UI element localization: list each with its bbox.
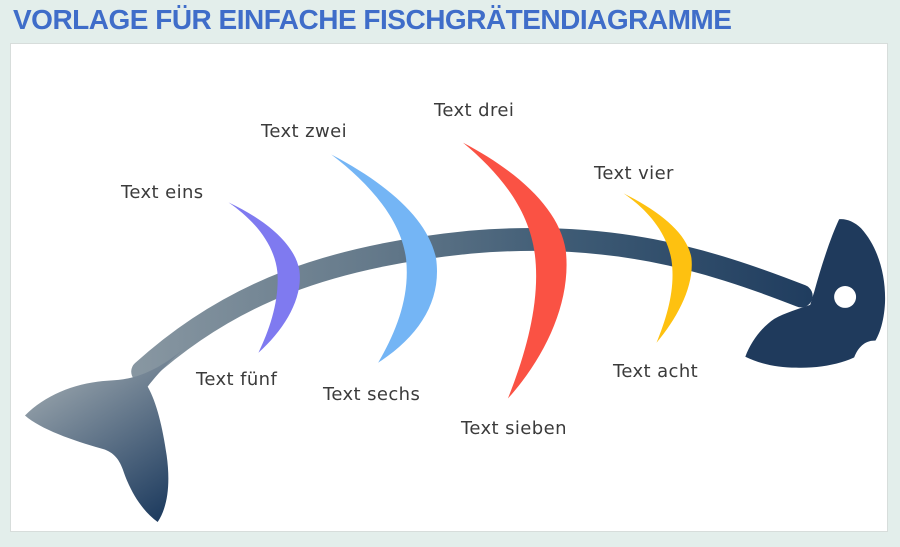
- bone-4-shape: [623, 193, 692, 343]
- fish-tail: [24, 347, 186, 523]
- bone-3-top-label: Text drei: [434, 100, 515, 121]
- fish-spine: [131, 227, 813, 384]
- bone-4-bottom-label: Text acht: [613, 361, 699, 382]
- bone-1-shape: [228, 202, 300, 353]
- bone-3-bottom-label: Text sieben: [461, 418, 567, 439]
- bone-2-top-label: Text zwei: [261, 121, 347, 142]
- diagram-canvas: Text eins Text zwei Text drei Text vier …: [10, 43, 888, 532]
- fish-mouth-notch: [854, 340, 877, 358]
- fish-head: [745, 219, 886, 368]
- bone-4-top-label: Text vier: [594, 163, 674, 184]
- page-title: VORLAGE FÜR EINFACHE FISCHGRÄTENDIAGRAMM…: [13, 4, 732, 35]
- fish-eye-icon: [834, 286, 857, 308]
- fishbone-diagram: [24, 142, 886, 523]
- bone-1-top-label: Text eins: [121, 182, 204, 203]
- bone-1-bottom-label: Text fünf: [196, 369, 278, 390]
- bone-2-bottom-label: Text sechs: [323, 384, 421, 405]
- bone-3-shape: [462, 142, 567, 399]
- bone-2-shape: [331, 154, 438, 363]
